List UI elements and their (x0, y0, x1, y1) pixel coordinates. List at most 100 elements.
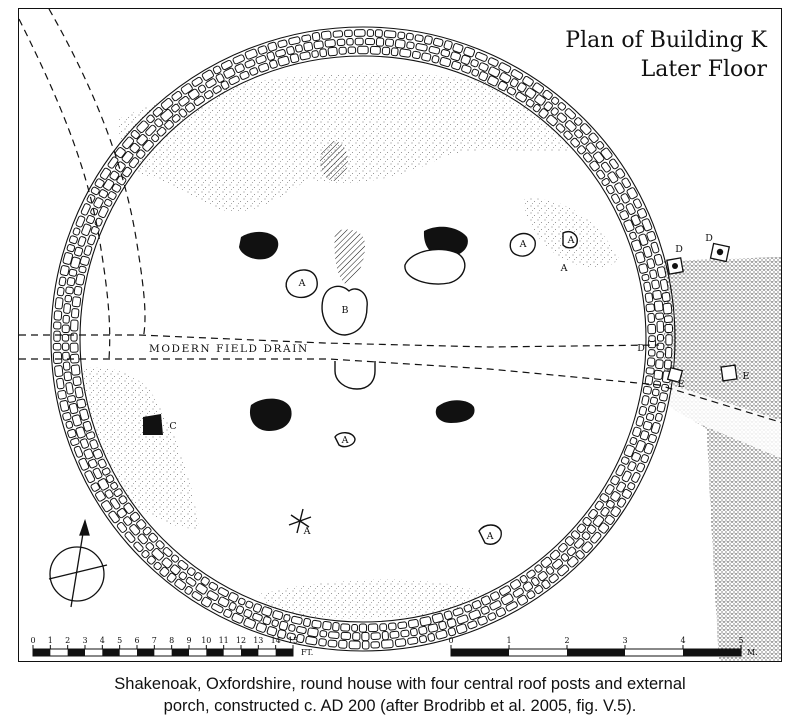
wall-stone (635, 440, 646, 453)
wall-stone (81, 223, 92, 236)
wall-stone (409, 627, 418, 637)
wall-stone (421, 52, 432, 62)
wall-stone (638, 263, 649, 274)
wall-stone (79, 408, 90, 421)
wall-stone (600, 161, 611, 173)
wall-stone (137, 533, 149, 545)
wall-stone (646, 258, 656, 269)
wall-stone (354, 37, 364, 46)
wall-stone (447, 627, 457, 637)
wall-stone (463, 46, 476, 58)
wall-stone (86, 214, 96, 225)
wall-stone (142, 526, 152, 536)
title-line-1: Plan of Building K (565, 28, 767, 53)
wall-stone (169, 564, 181, 576)
wall-stone (75, 215, 86, 228)
wall-stone (627, 482, 636, 491)
wall-stone (97, 478, 110, 491)
wall-stone (54, 365, 64, 377)
wall-stone (480, 605, 490, 615)
scale-metres-tick-label: 4 (680, 636, 685, 645)
wall-stone (582, 517, 592, 527)
wall-stone (220, 59, 233, 71)
wall-stone (318, 638, 327, 647)
wall-stone (642, 385, 652, 395)
wall-stone (653, 253, 664, 266)
wall-stone (231, 612, 244, 624)
wall-stone (490, 591, 500, 601)
wall-stone (659, 278, 669, 292)
wall-stone (103, 178, 115, 191)
wall-stone (128, 157, 140, 169)
wall-stone (62, 351, 70, 361)
wall-stone (344, 29, 353, 38)
drain-upper-dash (19, 334, 660, 348)
wall-stone (353, 29, 366, 37)
wall-stone (505, 601, 518, 612)
wall-stone (606, 499, 615, 509)
wall-stone (75, 273, 86, 286)
wall-stone (543, 101, 553, 112)
wall-stone (557, 102, 567, 111)
wall-stone (338, 46, 347, 55)
wall-stone (650, 241, 660, 254)
wall-stone (220, 80, 230, 90)
wall-stone (266, 51, 276, 61)
north-arrow-icon (48, 518, 108, 608)
wall-stone (303, 617, 312, 627)
wall-stone (243, 609, 253, 618)
scale-metres-tick-label: 0 (448, 636, 453, 645)
wall-stone (456, 614, 469, 625)
wall-stone (574, 129, 584, 139)
wall-stone (383, 30, 397, 39)
wall-stone (619, 210, 630, 221)
hatched-feature-north (320, 141, 348, 181)
wall-stone (656, 342, 665, 351)
wall-stone (656, 266, 667, 279)
wall-stone (261, 606, 273, 617)
wall-stone (642, 420, 653, 431)
wall-stone (52, 351, 63, 365)
porch-area (664, 257, 781, 661)
wall-stone (390, 47, 399, 57)
wall-stone (159, 566, 170, 577)
label-c: C (169, 421, 176, 432)
wall-stone (616, 497, 627, 508)
wall-stone (136, 149, 146, 159)
wall-stone (515, 91, 527, 103)
plan-frame: Plan of Building K Later Floor MODERN FI… (18, 8, 782, 662)
wall-stone (151, 134, 160, 143)
wall-stone (237, 597, 246, 606)
wall-stone (239, 70, 250, 80)
wall-stone (571, 530, 581, 540)
wall-stone (98, 205, 109, 219)
wall-stone (327, 46, 338, 57)
wall-stone (67, 428, 77, 439)
wall-stone (651, 388, 660, 397)
wall-stone (288, 36, 301, 46)
label-e-2: E (743, 371, 750, 382)
wall-stone (381, 631, 389, 641)
wall-stone (87, 458, 98, 469)
wall-stone (478, 62, 489, 72)
wall-stone (427, 633, 436, 642)
wall-stone (588, 132, 599, 144)
wall-stone (451, 60, 462, 71)
wall-stone (652, 289, 662, 300)
wall-stone (204, 90, 214, 100)
wall-stone (303, 41, 314, 52)
wall-stone (217, 596, 230, 608)
hatched-feature-central (334, 229, 365, 285)
wall-stone (324, 39, 336, 48)
wall-stone (201, 596, 212, 608)
label-a-4: A (560, 263, 568, 274)
wall-stone (307, 627, 319, 638)
wall-stone (629, 231, 637, 240)
wall-stone (394, 638, 407, 648)
title-line-2: Later Floor (641, 57, 768, 82)
wall-stone (195, 583, 208, 595)
label-d-1: D (675, 244, 683, 255)
scale-feet-tick-label: 1 (48, 636, 53, 645)
wall-stone (320, 30, 332, 40)
wall-stone (83, 448, 94, 460)
